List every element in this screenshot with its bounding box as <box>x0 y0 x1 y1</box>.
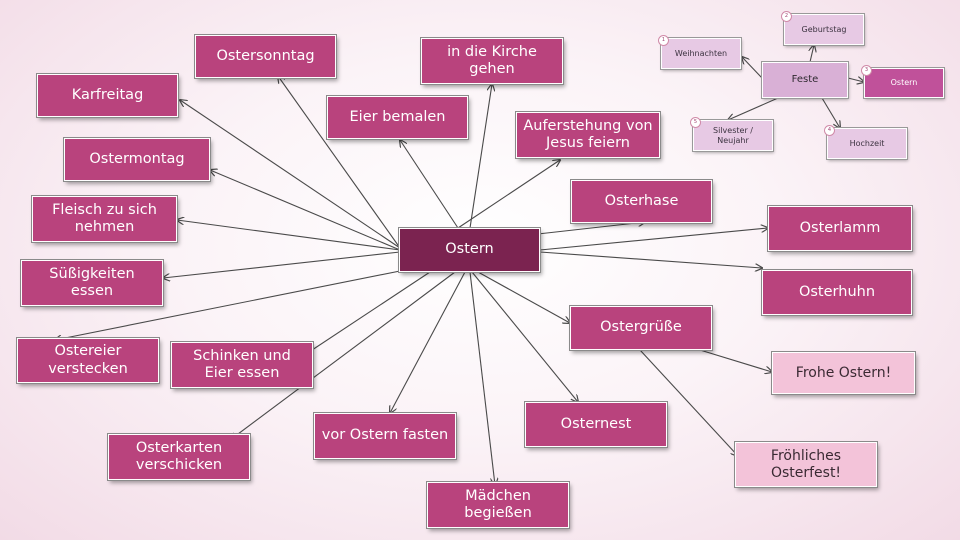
mini-map-label: Silvester / Neujahr <box>713 126 753 145</box>
node-suessigkeiten: Süßigkeiten essen <box>21 260 163 306</box>
node-osterhuhn: Osterhuhn <box>762 270 912 315</box>
node-kirche: in die Kirche gehen <box>421 38 563 84</box>
mini-map-item: 1 Weihnachten <box>658 35 741 69</box>
node-osterhase: Osterhase <box>571 180 712 223</box>
node-maedchen: Mädchen begießen <box>427 482 569 528</box>
mini-map-number: 1 <box>658 35 669 46</box>
mini-map-number: 2 <box>781 11 792 22</box>
edge-kirche <box>469 84 492 229</box>
edge-ostersonntag <box>278 76 401 249</box>
edge-eier-bemalen <box>400 140 459 229</box>
node-schinken: Schinken und Eier essen <box>171 342 313 388</box>
edge-osterkarten <box>230 271 456 440</box>
edge-frohe-ostern <box>699 349 772 372</box>
node-auferstehung: Auferstehung von Jesus feiern <box>516 112 660 158</box>
mini-map-item: 2 Geburtstag <box>781 11 864 45</box>
edge-mini-ostern <box>847 78 864 82</box>
edge-karfreitag <box>180 100 401 249</box>
edge-osterhase <box>519 222 645 237</box>
edge-mini-silvester <box>728 97 779 120</box>
edge-ostereier <box>55 269 406 340</box>
mini-map-label: Ostern <box>890 78 918 88</box>
edge-osternest <box>471 271 578 402</box>
edge-osterhuhn <box>539 251 762 268</box>
mini-map-number: 5 <box>690 117 701 128</box>
edge-ostergruesse <box>477 271 570 323</box>
node-center-ostern: Ostern <box>399 228 540 272</box>
node-eier-bemalen: Eier bemalen <box>327 96 468 139</box>
edge-mini-weihnachten <box>742 57 763 79</box>
node-froehliches: Fröhliches Osterfest! <box>735 442 877 487</box>
node-ostersonntag: Ostersonntag <box>195 35 336 78</box>
node-osternest: Osternest <box>525 402 667 447</box>
edge-fasten <box>390 271 466 413</box>
node-ostermontag: Ostermontag <box>64 138 210 181</box>
node-fleisch: Fleisch zu sich nehmen <box>32 196 177 242</box>
mini-map-center: Feste <box>762 62 848 98</box>
node-fasten: vor Ostern fasten <box>314 413 456 459</box>
node-ostergruesse: Ostergrüße <box>570 306 712 350</box>
node-osterlamm: Osterlamm <box>768 206 912 251</box>
edge-mini-hochzeit <box>821 97 840 128</box>
edge-auferstehung <box>457 160 560 229</box>
mini-map-label: Weihnachten <box>674 48 728 58</box>
edge-ostermontag <box>210 170 401 251</box>
edge-maedchen <box>469 271 495 485</box>
edge-schinken <box>300 271 431 358</box>
edge-fleisch <box>177 220 401 251</box>
mini-map-item: 3 Ostern <box>861 65 944 98</box>
edge-osterlamm <box>539 228 768 251</box>
node-frohe-ostern: Frohe Ostern! <box>772 352 915 394</box>
mini-map-item: 5 Silvester / Neujahr <box>690 117 773 151</box>
edge-froehliches <box>639 349 738 456</box>
node-karfreitag: Karfreitag <box>37 74 178 117</box>
node-osterkarten: Osterkarten verschicken <box>108 434 250 480</box>
node-ostereier: Ostereier verstecken <box>17 338 159 383</box>
edge-suessigkeiten <box>163 251 401 278</box>
mini-map-number: 3 <box>861 65 872 76</box>
mini-map-label: Hochzeit <box>849 138 885 148</box>
mini-map-item: 4 Hochzeit <box>824 125 907 159</box>
mini-map-number: 4 <box>824 125 835 136</box>
edge-mini-geburtstag <box>810 45 814 63</box>
mini-map-label: Geburtstag <box>801 24 847 34</box>
